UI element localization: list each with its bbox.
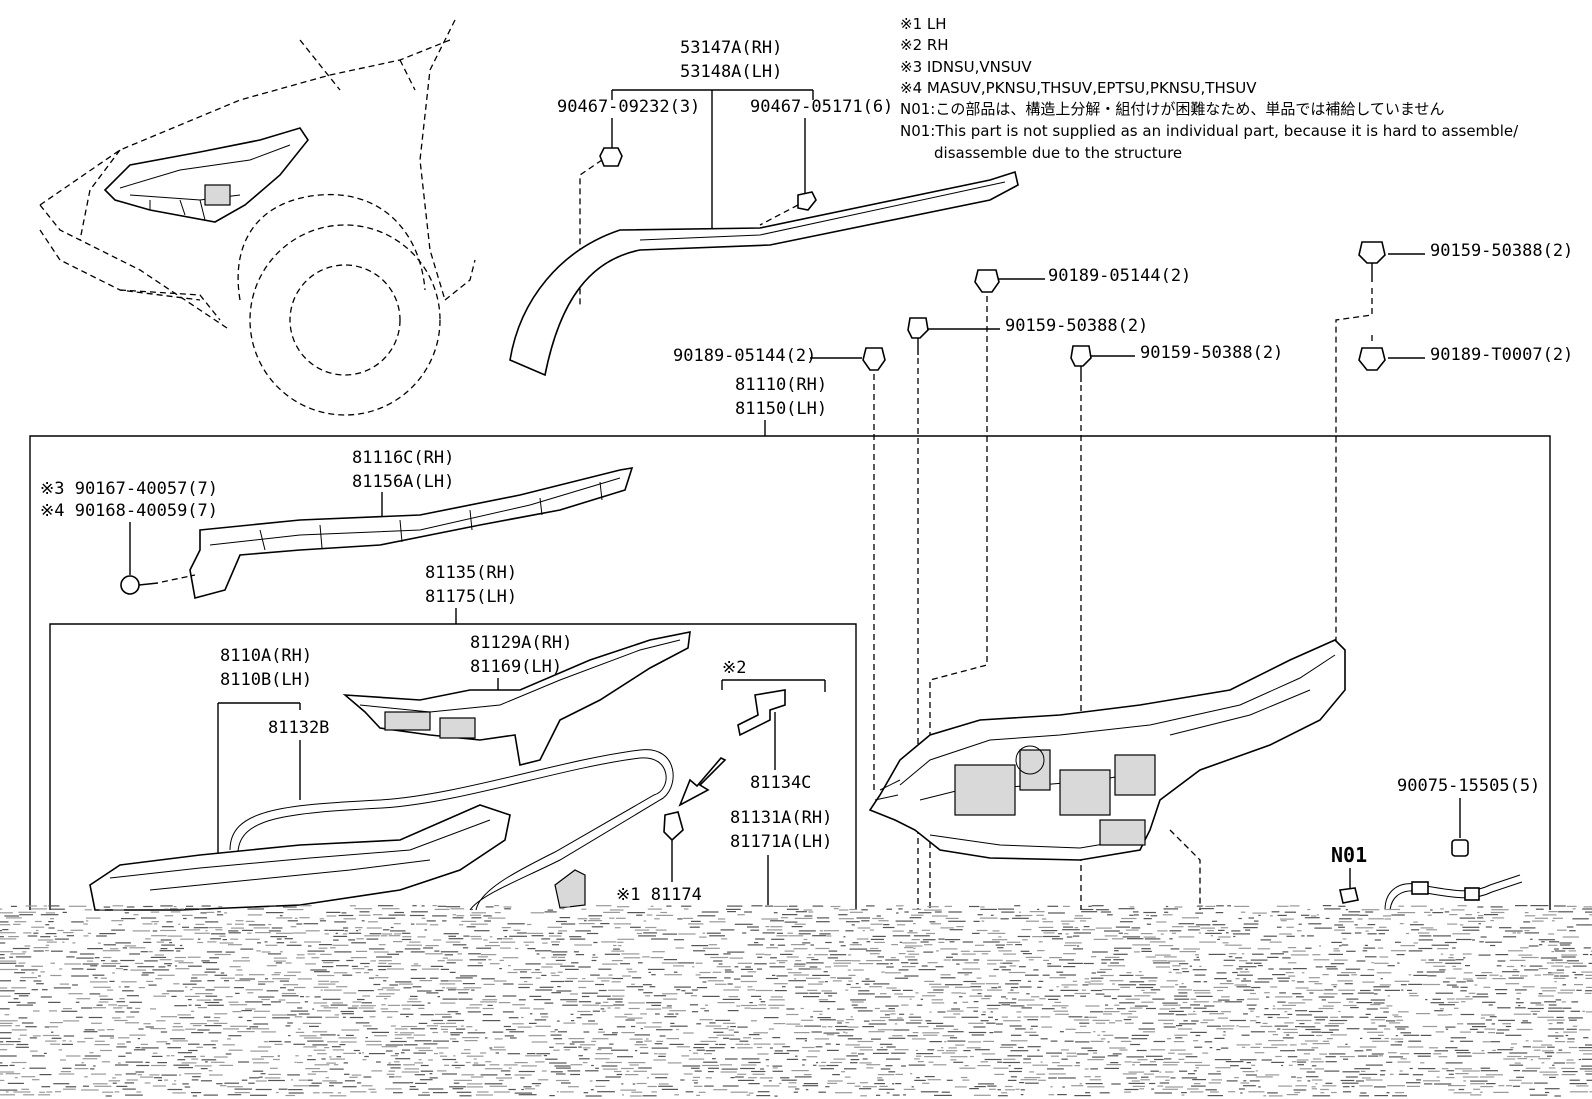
label-90189-T0007: 90189-T0007(2) (1430, 345, 1573, 365)
wire-clamp-1 (1411, 881, 1429, 895)
label-81175: 81175(LH) (425, 587, 517, 607)
headlamp-molding (509, 170, 1019, 377)
label-81132B: 81132B (268, 718, 329, 738)
clip-90467-05171 (797, 191, 817, 211)
note-5: N01:この部品は、構造上分解・組付けが困難なため、単品では補給していません (900, 100, 1444, 118)
direction-arrow (678, 757, 727, 807)
part-81174 (663, 811, 684, 842)
headlamp-housing (868, 639, 1346, 910)
part-81131A (554, 869, 586, 909)
label-81150: 81150(LH) (735, 399, 827, 419)
label-90167-40057: ※3 90167-40057(7) (40, 479, 218, 499)
notes-block: ※1 LH ※2 RH ※3 IDNSU,VNSUV ※4 MASUV,PKNS… (900, 15, 1519, 162)
label-81131A: 81131A(RH) (730, 808, 832, 828)
screw-90167-40057 (120, 575, 140, 595)
label-81169: 81169(LH) (470, 657, 562, 677)
vehicle-sketch (39, 19, 476, 416)
clip-90467-09232 (599, 147, 623, 167)
trim-81129A (342, 630, 691, 766)
note-3: ※3 IDNSU,VNSUV (900, 58, 1032, 76)
wiring-group: 90075-15505(5) N01 (1331, 776, 1540, 911)
label-81156A: 81156A(LH) (352, 472, 454, 492)
clip-90189-05144-left (862, 347, 886, 371)
label-53147A: 53147A(RH) (680, 38, 782, 58)
molding-group: 53147A(RH) 53148A(LH) 90467-09232(3) 904… (509, 38, 1019, 377)
label-81171A: 81171A(LH) (730, 832, 832, 852)
headlamp-bracket (189, 466, 634, 599)
label-90159-50388-right: 90159-50388(2) (1430, 241, 1573, 261)
small-bracket-group: ※2 81134C ※1 81174 81131A(RH) 81171A(LH) (554, 658, 832, 909)
label-81129A: 81129A(RH) (470, 633, 572, 653)
assembly-box: 81110(RH) 81150(LH) (29, 375, 1551, 910)
label-90159-50388-mid: 90159-50388(2) (1005, 316, 1148, 336)
label-81116C: 81116C(RH) (352, 448, 454, 468)
label-81134C: 81134C (750, 773, 811, 793)
label-90189-05144-left: 90189-05144(2) (673, 346, 816, 366)
label-81135: 81135(RH) (425, 563, 517, 583)
gasket-81132B (229, 749, 674, 911)
nut-90189-T0007 (1358, 347, 1386, 371)
bracket-group: 81116C(RH) 81156A(LH) ※3 90167-40057(7) … (40, 448, 634, 599)
noise-band (0, 905, 1592, 1097)
label-x2: ※2 (722, 658, 746, 678)
label-81174: ※1 81174 (616, 885, 702, 905)
label-90467-09232: 90467-09232(3) (557, 97, 700, 117)
label-8110A: 8110A(RH) (220, 646, 312, 666)
clip-90189-05144-top (974, 269, 1000, 293)
bracket-81134C (737, 689, 786, 737)
part-90075-15505 (1451, 839, 1469, 857)
note-6: N01:This part is not supplied as an indi… (900, 122, 1519, 140)
note-2: ※2 RH (900, 36, 949, 54)
trim-group: 81129A(RH) 81169(LH) (342, 630, 691, 766)
bolt-90159-50388-low (1070, 345, 1092, 367)
label-81110: 81110(RH) (735, 375, 827, 395)
note-7: disassemble due to the structure (934, 144, 1182, 162)
label-90168-40059: ※4 90168-40059(7) (40, 501, 218, 521)
bolt-90159-50388-right (1358, 241, 1386, 264)
label-90075-15505: 90075-15505(5) (1397, 776, 1540, 796)
wire-clamp-2 (1464, 887, 1480, 901)
label-N01: N01 (1331, 843, 1367, 867)
label-8110B: 8110B(LH) (220, 670, 312, 690)
bolt-90159-50388-mid (907, 317, 929, 339)
note-4: ※4 MASUV,PKNSU,THSUV,EPTSU,PKNSU,THSUV (900, 79, 1257, 97)
lamp-unit-8110A (89, 804, 511, 911)
label-90189-05144-top: 90189-05144(2) (1048, 266, 1191, 286)
label-53148A: 53148A(LH) (680, 62, 782, 82)
label-90467-05171: 90467-05171(6) (750, 97, 893, 117)
note-1: ※1 LH (900, 15, 947, 33)
connector-N01 (1339, 887, 1359, 904)
inner-box: 81135(RH) 81175(LH) (49, 563, 857, 910)
wire-harness (1384, 874, 1521, 911)
label-90159-50388-low: 90159-50388(2) (1140, 343, 1283, 363)
